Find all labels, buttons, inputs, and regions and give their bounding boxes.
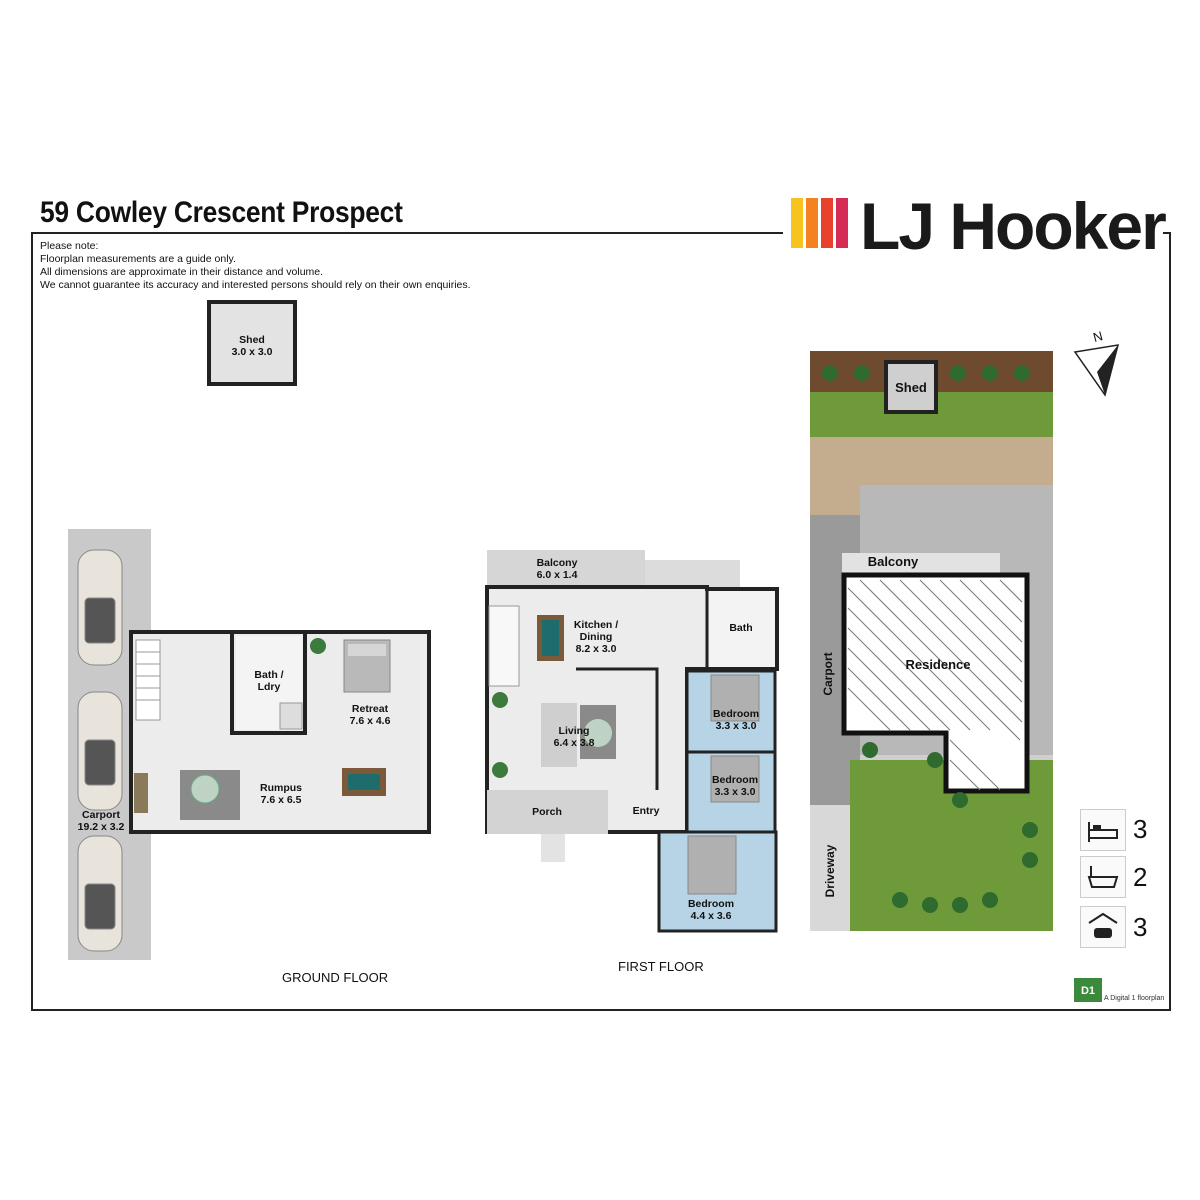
car-count: 3	[1133, 912, 1148, 942]
logo-bar-red	[821, 198, 833, 248]
note-line: All dimensions are approximate in their …	[40, 266, 324, 278]
note-line: Floorplan measurements are a guide only.	[40, 253, 236, 265]
bath-count: 2	[1133, 862, 1148, 892]
note-line: We cannot guarantee its accuracy and int…	[40, 279, 471, 291]
bath-laundry-label: Bath /Ldry	[254, 669, 284, 693]
porch-area	[487, 790, 608, 834]
site-shed-label: Shed	[895, 380, 927, 395]
site-balcony-label: Balcony	[867, 554, 919, 569]
first-floor-label: FIRST FLOOR	[618, 959, 704, 974]
site-residence-label: Residence	[905, 657, 971, 672]
logo-bar-yellow	[791, 198, 803, 248]
shrub-icons	[822, 365, 1038, 913]
car-icon	[77, 549, 123, 952]
residence-hatch	[847, 579, 1023, 791]
logo-bar-orange	[806, 198, 818, 248]
credit-text: A Digital 1 floorplan	[1104, 995, 1165, 1002]
note-line: Please note:	[40, 240, 99, 252]
plant-icon	[492, 762, 508, 778]
bathtub-icon	[1080, 856, 1126, 898]
porch-label: Porch	[532, 806, 562, 818]
property-address: 59 Cowley Crescent Prospect	[40, 196, 408, 230]
site-driveway-label: Driveway	[823, 844, 837, 898]
north-arrow-icon	[1073, 344, 1120, 397]
brand-logo: LJ Hooker	[860, 189, 1167, 263]
balcony-room	[487, 550, 645, 587]
bed-icon	[1080, 809, 1126, 851]
logo-bar-pink	[836, 198, 848, 248]
garage-car-icon	[1080, 906, 1126, 948]
ground-floor-label: GROUND FLOOR	[282, 970, 389, 985]
plant-icon	[492, 692, 508, 708]
site-carport-label: Carport	[821, 652, 835, 696]
residence-footprint	[841, 572, 1030, 794]
disclaimer-notes: Please note: Floorplan measurements are …	[40, 240, 471, 292]
stairs	[135, 639, 161, 721]
bed-count: 3	[1133, 814, 1148, 844]
shed-room	[207, 300, 297, 386]
plan-frame	[31, 232, 1171, 1011]
digital1-badge: D1	[1074, 978, 1102, 1002]
sofa-furniture	[541, 703, 577, 767]
bath-label: Bath	[729, 622, 753, 634]
plant-icon	[310, 638, 326, 654]
entry-label: Entry	[632, 805, 660, 817]
